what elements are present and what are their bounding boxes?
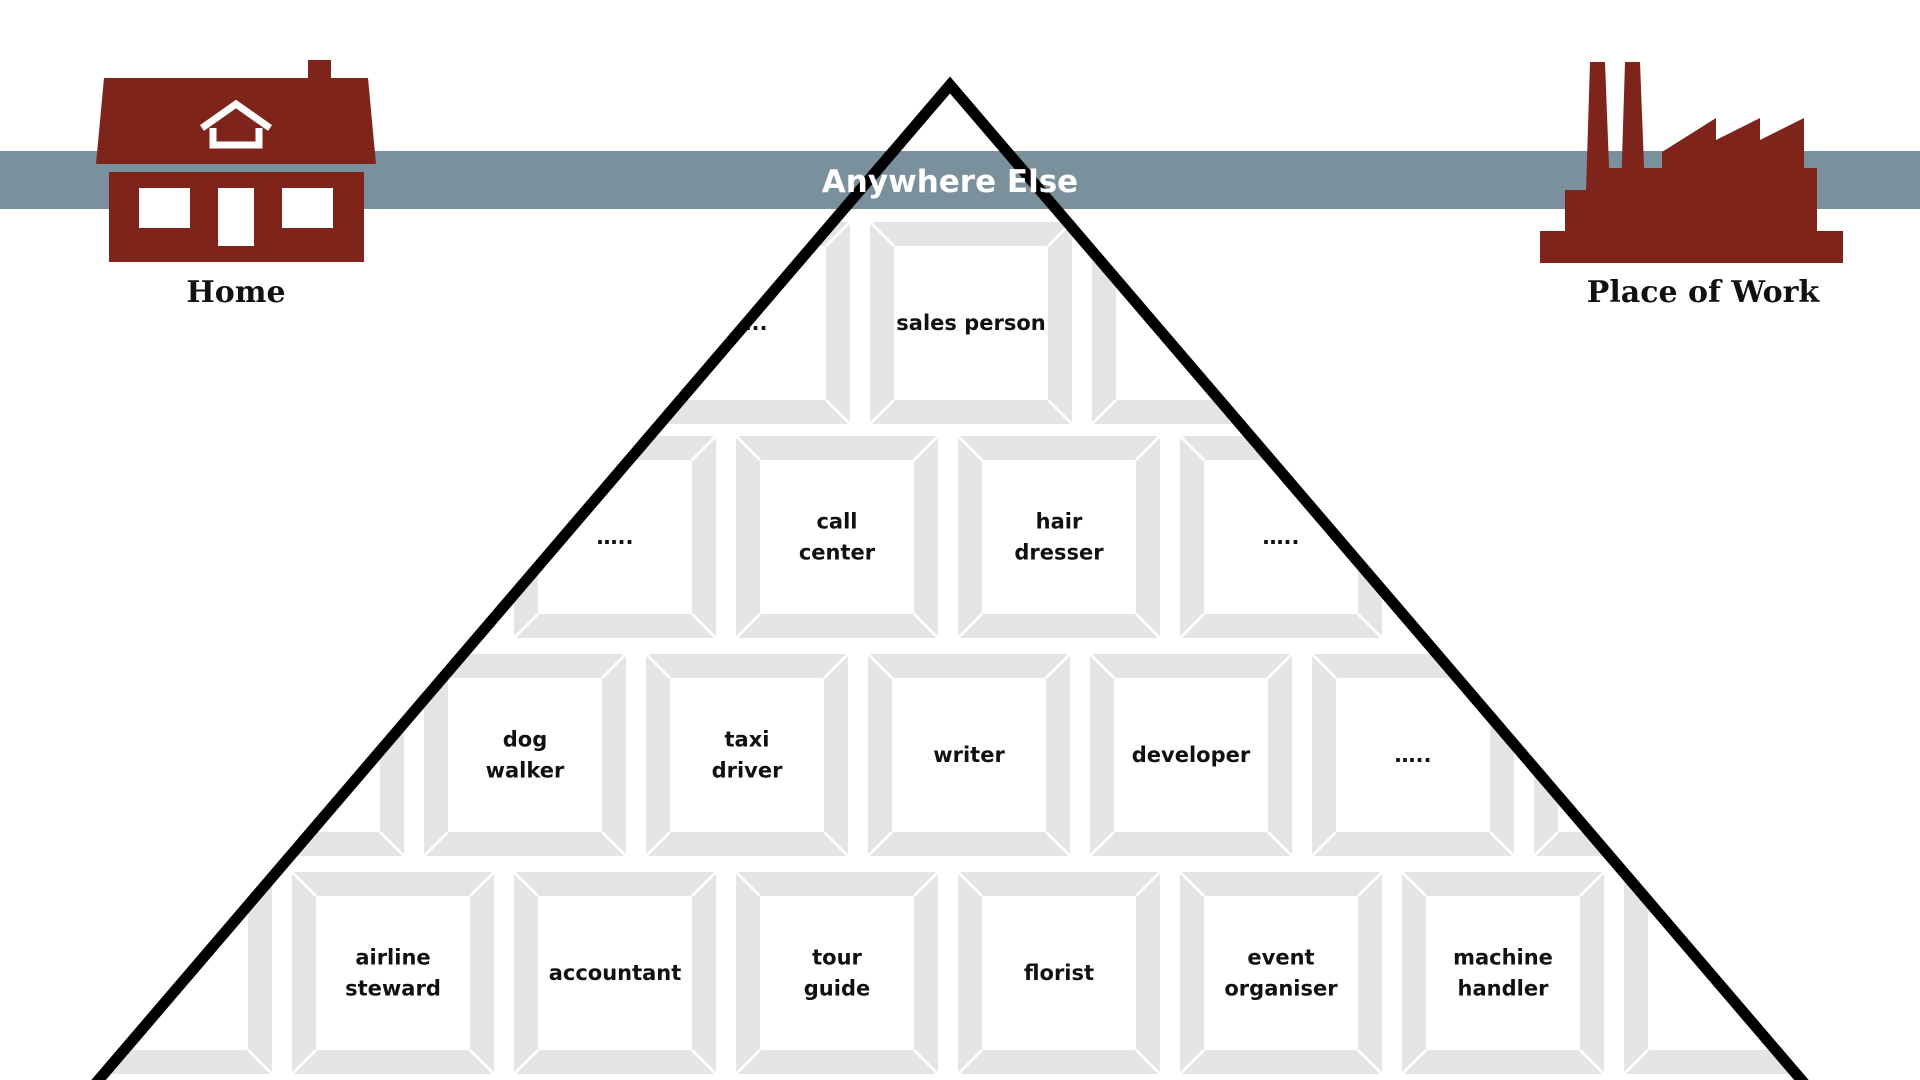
- job-tile-label: steward: [345, 977, 441, 1001]
- job-tile-label: center: [799, 541, 876, 565]
- job-tile-label: dresser: [1014, 541, 1104, 565]
- job-tile-label: …..: [597, 525, 634, 549]
- job-tile: writer: [866, 652, 1072, 858]
- job-tile-label: writer: [933, 743, 1005, 767]
- empty-tile: [1090, 220, 1296, 426]
- anywhere-else-label: Anywhere Else: [822, 164, 1078, 200]
- job-tile: machine handler: [1400, 870, 1606, 1076]
- home-label: Home: [186, 275, 285, 310]
- job-tile-label: florist: [1024, 961, 1094, 985]
- job-tile-label: tour: [812, 946, 862, 970]
- empty-tile: [90, 870, 274, 1076]
- job-tile-label: taxi: [725, 728, 770, 752]
- job-tile-label: developer: [1132, 743, 1251, 767]
- job-tile-label: handler: [1458, 977, 1550, 1001]
- job-tile: accountant: [512, 870, 718, 1076]
- empty-tile: [1532, 652, 1738, 858]
- job-tile: call center: [734, 434, 940, 640]
- job-tile-label: driver: [712, 759, 784, 783]
- factory-icon: [1540, 62, 1843, 263]
- job-tile-label: organiser: [1224, 977, 1338, 1001]
- job-tile: hair dresser: [956, 434, 1162, 640]
- job-tile: sales person: [868, 220, 1074, 426]
- job-tile-label: airline: [355, 946, 430, 970]
- job-tile-label: sales person: [896, 311, 1045, 335]
- job-tile-label: walker: [486, 759, 565, 783]
- job-tile: taxi driver: [644, 652, 850, 858]
- job-tile: event organiser: [1178, 870, 1384, 1076]
- job-tile-label: machine: [1453, 946, 1553, 970]
- job-tile-label: guide: [804, 977, 870, 1001]
- job-tile: florist: [956, 870, 1162, 1076]
- job-tiles-grid: ….. sales person ….. call center hair dresser ……: [90, 220, 1810, 1076]
- job-tile-label: event: [1247, 946, 1314, 970]
- job-tile: tour guide: [734, 870, 940, 1076]
- pyramid-outline: [91, 76, 1809, 1080]
- job-tile: dog walker: [422, 652, 628, 858]
- job-tile-label: …..: [1395, 743, 1432, 767]
- job-tile: …..: [1310, 652, 1516, 858]
- job-tile-label: call: [816, 510, 857, 534]
- job-tile: …..: [512, 434, 718, 640]
- place-of-work-label: Place of Work: [1587, 275, 1821, 310]
- house-icon: [96, 60, 376, 262]
- job-tile: airline steward: [290, 870, 496, 1076]
- job-tile-label: dog: [503, 728, 548, 752]
- job-tile-label: hair: [1036, 510, 1083, 534]
- job-tile: developer: [1088, 652, 1294, 858]
- job-tile-label: …..: [1263, 525, 1300, 549]
- job-tile-label: accountant: [549, 961, 682, 985]
